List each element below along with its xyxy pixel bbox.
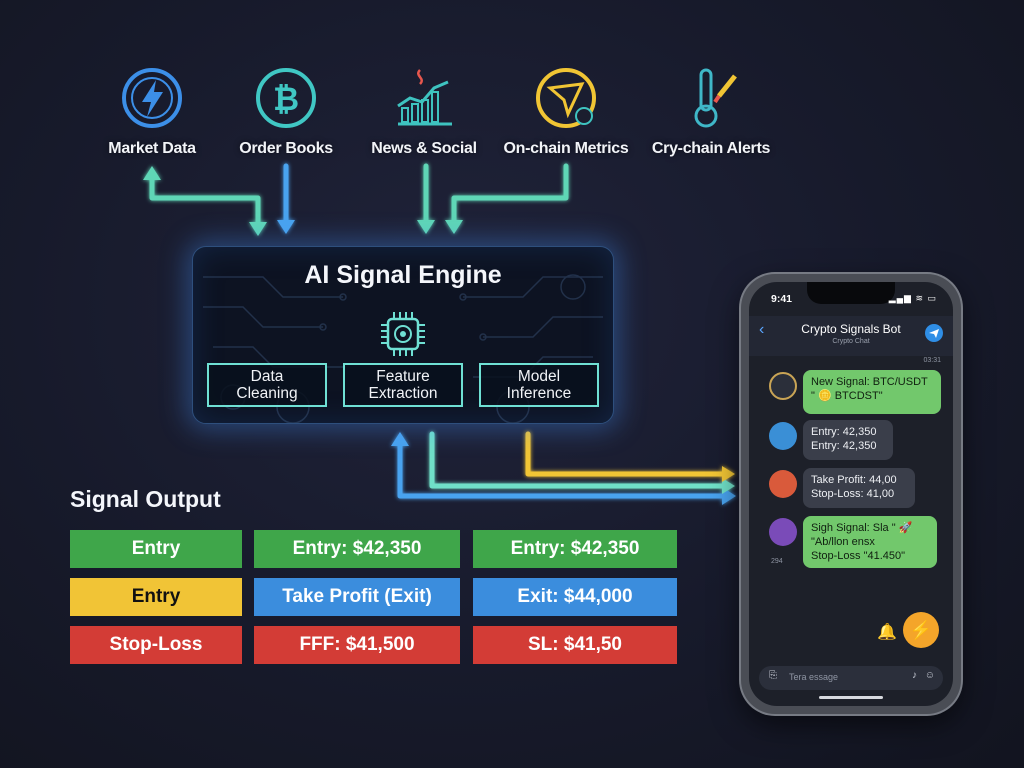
ai-signal-engine: AI Signal Engine Data Cleaning Feature E… — [192, 246, 614, 424]
signal-cell-r2-c0: Stop-Loss — [70, 626, 242, 664]
bot-name: Crypto Signals Bot — [801, 322, 901, 336]
mic-icon[interactable]: ♪ — [912, 670, 917, 681]
bell-icon[interactable]: 🔔 — [877, 624, 897, 641]
message-time: 294 — [771, 558, 783, 565]
status-time: 9:41 — [771, 293, 793, 305]
source-label: Cry-chain Alerts — [651, 140, 771, 157]
signal-cell-r1-c0: Entry — [70, 578, 242, 616]
back-arrow-icon[interactable]: ‹ — [759, 321, 765, 338]
chat-message: New Signal: BTC/USDT " 🪙 BTCDST" — [803, 370, 941, 414]
chat-message: Entry: 42,350 Entry: 42,350 — [803, 420, 893, 460]
stage-feature-extraction: Feature Extraction — [343, 363, 463, 407]
lightning-icon — [122, 68, 182, 128]
arrow-market-data — [149, 173, 261, 227]
status-icons: ▂▄▆ ≋ ▭ — [888, 293, 937, 303]
attach-icon[interactable]: ⎘ — [769, 670, 777, 681]
source-order-books: ₿ Order Books — [211, 62, 361, 158]
arrow-head-onchain — [445, 220, 463, 234]
phone-notch — [807, 282, 895, 304]
bitcoin-icon: ₿ — [256, 68, 316, 128]
arrow-engine-yellow — [525, 431, 725, 477]
source-label: News & Social — [371, 140, 477, 157]
bot-avatar — [769, 372, 797, 400]
arrow-engine-teal — [429, 431, 725, 489]
arrow-head-market-up — [143, 166, 161, 180]
thermometer-pen-icon — [694, 68, 737, 128]
arrow-head-order-books — [277, 220, 295, 234]
svg-text:₿: ₿ — [273, 80, 299, 118]
bot-avatar — [769, 518, 797, 546]
engine-title: AI Signal Engine — [304, 261, 502, 289]
chat-message: Take Profit: 44,00 Stop-Loss: 41,00 — [803, 468, 915, 508]
phone-mockup: 9:41 ▂▄▆ ≋ ▭ ‹ Crypto Signals Bot Crypto… — [741, 274, 961, 714]
emoji-icon[interactable]: ☺ — [924, 670, 935, 681]
source-label: On-chain Metrics — [503, 140, 629, 157]
arrow-head-market-down — [249, 222, 267, 236]
signal-cell-r2-c1: FFF: $41,500 — [254, 626, 460, 664]
home-indicator — [819, 696, 883, 699]
source-label: Market Data — [108, 140, 196, 157]
arrow-onchain — [451, 163, 569, 225]
send-pointer-icon — [536, 68, 596, 128]
bot-subtitle: Crypto Chat — [832, 338, 870, 345]
arrow-engine-blue — [397, 439, 725, 499]
signal-cell-r2-c2: SL: $41,50 — [473, 626, 677, 664]
signal-cell-r0-c0: Entry — [70, 530, 242, 568]
source-crychain-alerts: Cry-chain Alerts — [636, 62, 786, 158]
source-label: Order Books — [239, 140, 333, 157]
chip-icon — [381, 312, 425, 356]
stage-data-cleaning: Data Cleaning — [207, 363, 327, 407]
phone-screen: 9:41 ▂▄▆ ≋ ▭ ‹ Crypto Signals Bot Crypto… — [749, 282, 953, 706]
source-onchain-metrics: On-chain Metrics — [491, 62, 641, 158]
signal-cell-r1-c1: Take Profit (Exit) — [254, 578, 460, 616]
arrow-head-blue-up — [391, 432, 409, 446]
lightning-button[interactable]: ⚡ — [903, 612, 939, 648]
arrow-head-news — [417, 220, 435, 234]
arrow-head-teal-right — [722, 478, 735, 494]
trend-chart-icon — [397, 69, 452, 126]
source-market-data: Market Data — [77, 62, 227, 158]
signal-cell-r0-c2: Entry: $42,350 — [473, 530, 677, 568]
bot-avatar — [769, 422, 797, 450]
chat-message: Sigh Signal: Sla " 🚀 "Ab/llon ensx Stop-… — [803, 516, 937, 568]
input-placeholder: Tera essage — [789, 672, 839, 682]
header-timestamp: 03:31 — [923, 357, 941, 364]
stage-model-inference: Model Inference — [479, 363, 599, 407]
source-news-social: News & Social — [349, 62, 499, 158]
chat-header: ‹ Crypto Signals Bot Crypto Chat — [749, 316, 953, 356]
arrow-head-yellow-right — [722, 466, 735, 482]
telegram-icon[interactable] — [925, 324, 943, 342]
message-input[interactable]: ⎘ Tera essage ♪ ☺ — [759, 666, 943, 690]
signal-output-title: Signal Output — [70, 486, 221, 512]
signal-cell-r1-c2: Exit: $44,000 — [473, 578, 677, 616]
bot-avatar — [769, 470, 797, 498]
signal-cell-r0-c1: Entry: $42,350 — [254, 530, 460, 568]
